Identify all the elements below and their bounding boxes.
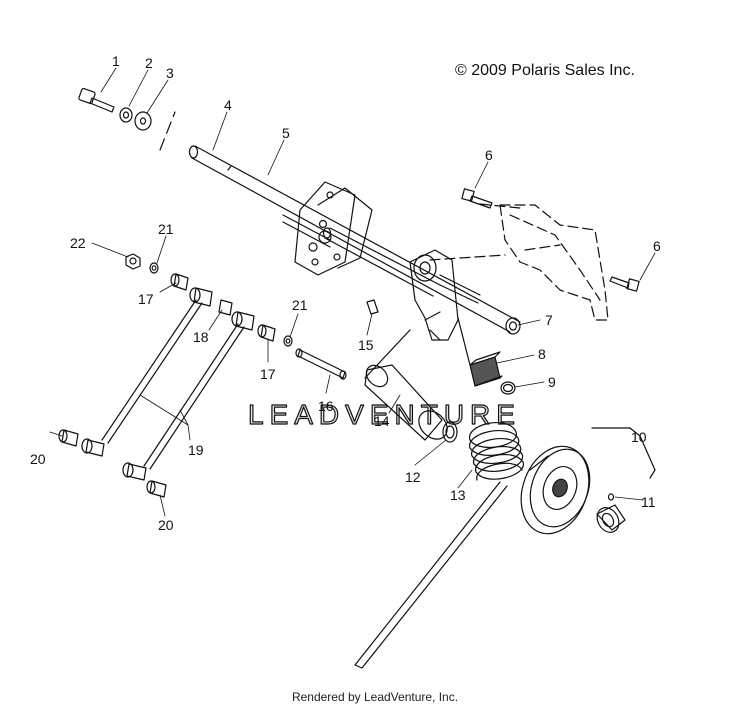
part-22-nut: [125, 253, 141, 270]
callout-6-upper: 6: [485, 147, 493, 163]
part-6-bolt-upper: [461, 188, 493, 209]
leader-lines: [49, 67, 656, 517]
part-9-ring: [500, 381, 516, 395]
callout-6-lower: 6: [653, 238, 661, 254]
frame-ref-line: [159, 111, 176, 151]
part-1-bolt: [78, 87, 115, 113]
upper-tube: [329, 227, 441, 286]
part-2-washer: [119, 107, 133, 123]
footer-text: Rendered by LeadVenture, Inc.: [291, 690, 459, 704]
callout-7: 7: [545, 312, 553, 328]
part-13-spring: [354, 421, 524, 669]
callout-4: 4: [224, 97, 232, 113]
callout-3: 3: [166, 65, 174, 81]
part-18-bushing: [189, 287, 255, 331]
part-4-5-shaft: [188, 145, 521, 335]
callout-labels: 1 2 3 4 5 6 6 7 8 9 10 11 12 13 14 15 16…: [30, 53, 661, 533]
callout-22: 22: [70, 235, 86, 251]
part-12-ring: [442, 421, 458, 443]
mounting-bracket: [294, 181, 373, 276]
part-19-link-rods: [81, 299, 245, 481]
callout-16: 16: [318, 398, 334, 414]
part-17-bushing-upper: [170, 273, 189, 291]
part-8-block: [457, 317, 503, 387]
part-20-bushing-left: [58, 429, 79, 447]
part-15-pin: [366, 299, 379, 315]
torque-arm: [409, 249, 481, 341]
callout-17-lower: 17: [260, 366, 276, 382]
part-14-bushing: [364, 329, 448, 441]
callout-13: 13: [450, 487, 466, 503]
part-21-washer-lower: [283, 335, 293, 347]
callout-5: 5: [282, 125, 290, 141]
watermark-text: LEADVENTURE: [248, 399, 521, 430]
callout-9: 9: [548, 374, 556, 390]
callout-17-upper: 17: [138, 291, 154, 307]
part-16-pin: [295, 348, 347, 380]
callout-1: 1: [112, 53, 120, 69]
callout-14: 14: [374, 413, 390, 429]
callout-21-lower: 21: [292, 297, 308, 313]
copyright-text: © 2009 Polaris Sales Inc.: [455, 62, 635, 79]
part-10-idler-wheel: [520, 445, 591, 535]
part-6-bolt-lower: [609, 276, 640, 292]
part-17-bushing-lower: [257, 324, 276, 342]
callout-15: 15: [358, 337, 374, 353]
part-10-bracket-line: [629, 427, 656, 479]
callout-10: 10: [631, 429, 647, 445]
callout-8: 8: [538, 346, 546, 362]
part-11-bushing: [596, 493, 626, 533]
callout-21-upper: 21: [158, 221, 174, 237]
callout-11: 11: [641, 494, 656, 510]
part-3-washer: [134, 111, 152, 131]
part-20-bushing-right: [146, 480, 167, 498]
callout-19: 19: [188, 442, 204, 458]
callout-18: 18: [193, 329, 209, 345]
callout-2: 2: [145, 55, 153, 71]
part-21-washer-upper: [149, 262, 159, 274]
callout-20-right: 20: [158, 517, 174, 533]
callout-20-left: 20: [30, 451, 46, 467]
frame-outline-dashed: [429, 203, 609, 321]
callout-12: 12: [405, 469, 421, 485]
